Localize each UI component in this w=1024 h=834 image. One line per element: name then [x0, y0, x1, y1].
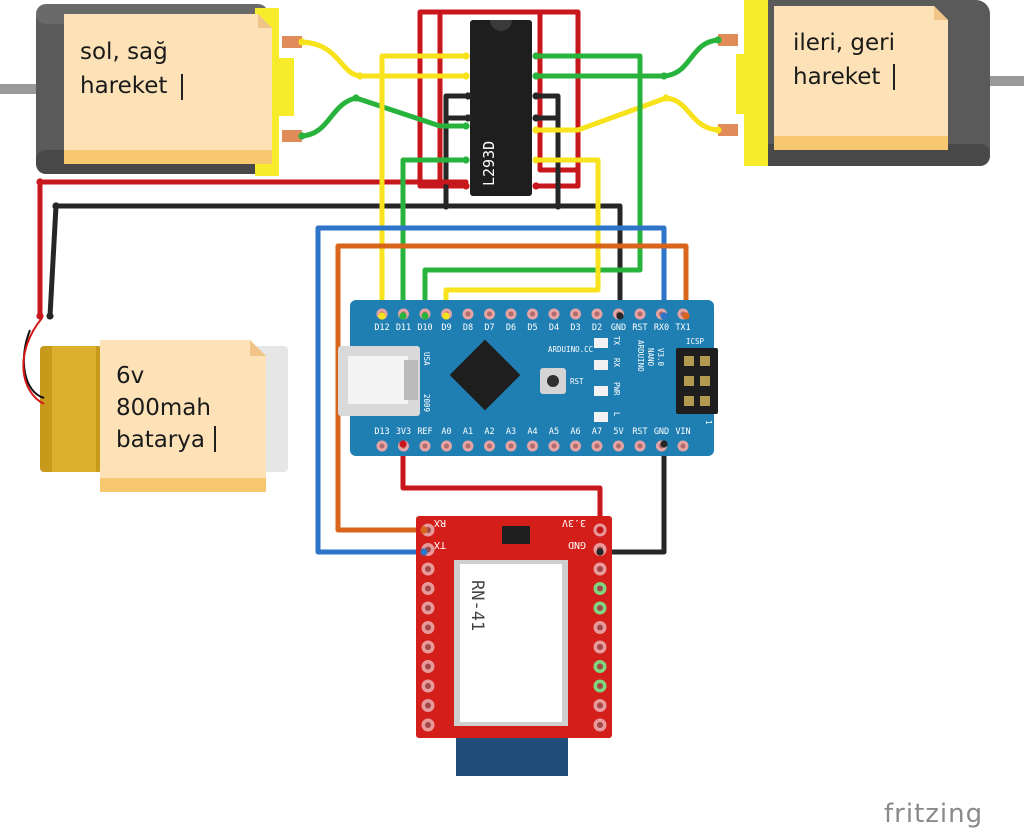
- nano-website-label: ARDUINO.CC: [548, 345, 593, 354]
- nano-top-pin-label-d10: D10: [417, 323, 432, 333]
- nano-bottom-pin-label-a5: A5: [549, 427, 559, 437]
- nano-bottom-pin-label-a3: A3: [506, 427, 516, 437]
- nano-top-pin-label-d9: D9: [441, 323, 451, 333]
- l293d-chip: L293D: [470, 20, 532, 196]
- bt-pin-label-tx: TX: [434, 539, 446, 550]
- battery-note-line-3: batarya: [116, 427, 205, 453]
- nano-top-pin-label-d12: D12: [374, 323, 389, 333]
- nano-name-line-1: ARDUINO: [636, 340, 645, 372]
- nano-bottom-pin-label-gnd: GND: [654, 427, 669, 437]
- battery-note: 6v 800mah batarya: [100, 340, 266, 492]
- right-motor-note-line-2: hareket: [793, 64, 880, 90]
- nano-top-pin-label-d8: D8: [463, 323, 473, 333]
- nano-led-tx: [594, 338, 608, 348]
- nano-name-line-2: NANO: [646, 348, 655, 367]
- nano-bottom-pin-label-a0: A0: [441, 427, 451, 437]
- wire-endpoints: [36, 36, 722, 556]
- nano-led-l: [594, 412, 608, 422]
- nano-top-pin-label-rst: RST: [632, 323, 647, 333]
- nano-top-pin-label-d11: D11: [396, 323, 411, 333]
- nano-bottom-pin-label-rst: RST: [632, 427, 647, 437]
- nano-top-pin-label-d7: D7: [484, 323, 494, 333]
- nano-usa-label: USA: [422, 352, 431, 366]
- nano-top-pin-label-d3: D3: [570, 323, 580, 333]
- nano-led-pwr: [594, 386, 608, 396]
- nano-top-pin-label-d5: D5: [527, 323, 537, 333]
- nano-led-label-pwr: PWR: [612, 382, 621, 396]
- nano-bottom-pin-label-a2: A2: [484, 427, 494, 437]
- nano-reset-label: RST: [570, 377, 584, 386]
- bt-pin-label-gnd: GND: [568, 539, 586, 550]
- nano-top-pin-label-gnd: GND: [611, 323, 626, 333]
- nano-icsp-label: ICSP: [686, 337, 705, 346]
- nano-led-label-l: L: [612, 412, 621, 417]
- nano-bottom-pin-label-a4: A4: [527, 427, 537, 437]
- bt-module-label: RN-41: [467, 580, 487, 631]
- nano-top-pin-label-rx0: RX0: [654, 323, 669, 333]
- nano-bottom-pin-label-a7: A7: [592, 427, 602, 437]
- bt-pin-label-rx: RX: [434, 517, 446, 528]
- nano-icsp-header: [676, 348, 718, 414]
- nano-bottom-pin-label-a1: A1: [463, 427, 473, 437]
- left-motor-note: sol, sağ hareket: [64, 14, 272, 164]
- nano-bottom-pin-label-3v3: 3V3: [396, 427, 411, 437]
- nano-bottom-pin-label-vin: VIN: [675, 427, 690, 437]
- nano-led-label-rx: RX: [612, 358, 621, 368]
- nano-microcontroller: [449, 339, 521, 411]
- bt-pin-label-3v3: 3.3V: [562, 517, 586, 528]
- nano-bottom-pin-label-ref: REF: [417, 427, 432, 437]
- bluetooth-module: RN-41 RX TX 3.3V GND: [416, 516, 612, 776]
- nano-bottom-pin-label-a6: A6: [570, 427, 580, 437]
- left-motor-note-line-2: hareket: [80, 73, 167, 99]
- nano-led-label-tx: TX: [612, 336, 621, 346]
- battery-note-line-1: 6v: [116, 363, 144, 389]
- fritzing-logo: fritzing: [884, 799, 983, 829]
- nano-top-pin-label-d2: D2: [592, 323, 602, 333]
- nano-name-line-3: V3.0: [656, 348, 665, 367]
- nano-top-pin-label-tx1: TX1: [675, 323, 690, 333]
- nano-bottom-pin-label-d13: D13: [374, 427, 389, 437]
- nano-top-pin-label-d6: D6: [506, 323, 516, 333]
- left-motor-note-line-1: sol, sağ: [80, 39, 168, 65]
- nano-led-rx: [594, 360, 608, 370]
- right-motor-note: ileri, geri hareket: [774, 6, 948, 150]
- nano-bottom-pin-label-5v: 5V: [613, 427, 623, 437]
- l293d-label: L293D: [480, 141, 498, 186]
- nano-pin1-label: 1: [704, 420, 713, 425]
- right-motor-note-line-1: ileri, geri: [793, 30, 895, 56]
- bt-regulator: [502, 526, 530, 544]
- nano-year-label: 2009: [422, 394, 431, 412]
- wires: [37, 9, 721, 555]
- nano-top-pin-label-d4: D4: [549, 323, 559, 333]
- battery-note-line-2: 800mah: [116, 395, 211, 421]
